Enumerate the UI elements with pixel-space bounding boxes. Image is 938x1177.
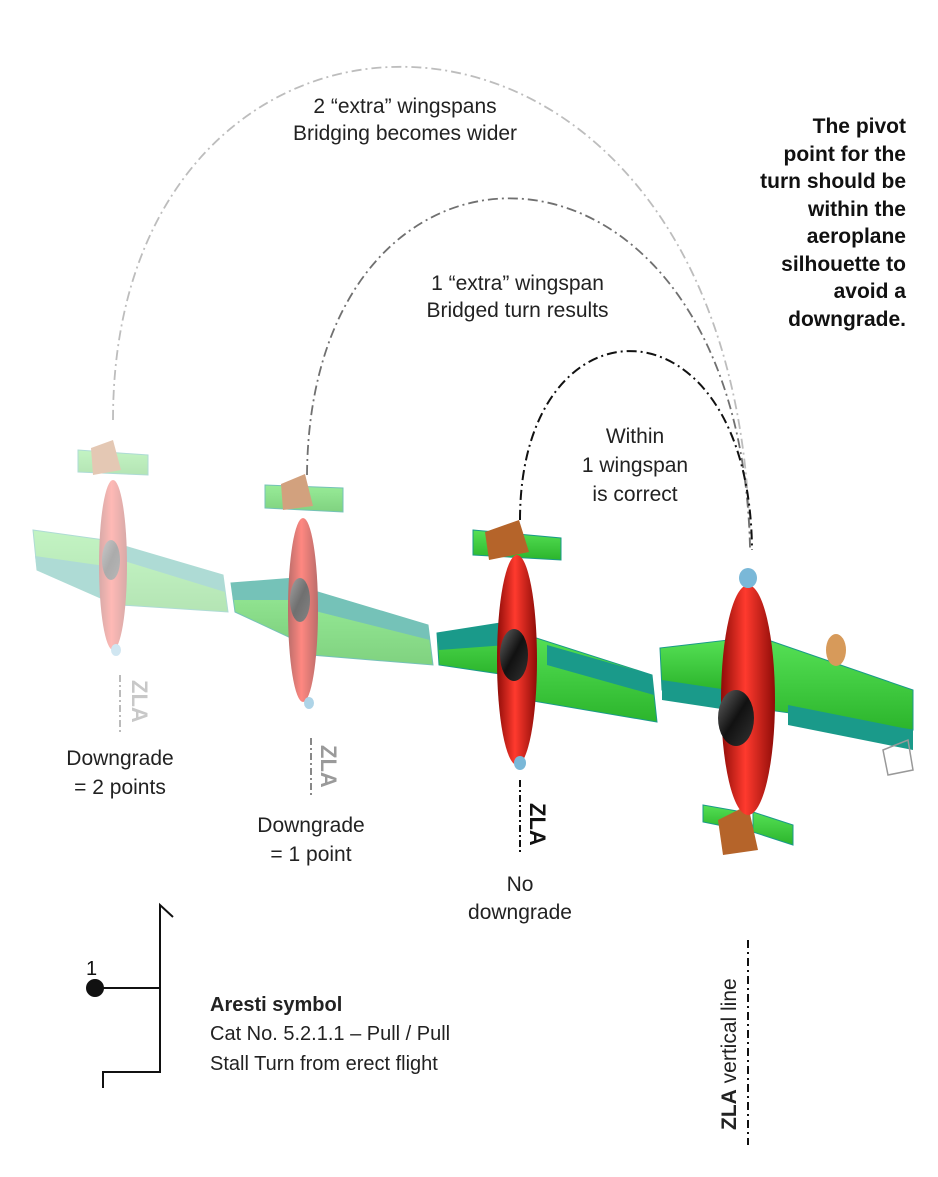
zla-label-1: ZLA [127,680,152,723]
downgrade-label-2: Downgrade = 1 point [231,811,391,869]
arc-within-label-line2: 1 wingspan [581,454,689,477]
arc-one-wingspan [306,197,751,549]
arc-within-wingspan [519,350,753,551]
arc-two-label-line1: 2 “extra” wingspans [313,95,497,118]
aircraft-downgrade-1 [230,474,434,709]
arc-two-label: 2 “extra” wingspans Bridging becomes wid… [255,93,555,147]
arc-one-label-line2: Bridged turn results [426,299,609,322]
downgrade-label-1: Downgrade = 2 points [40,744,200,802]
pivot-note-line6: silhouette to [781,252,906,276]
arc-within-label-line1: Within [605,425,665,448]
arc-within-label-line3: is correct [592,483,678,506]
pivot-note-line7: avoid a [833,280,906,303]
arc-two-wingspans [112,65,751,546]
aresti-title: Aresti symbol [210,994,343,1016]
pivot-note-line4: within the [808,197,906,221]
pivot-note-line1: The pivot [812,115,906,138]
aresti-marker: 1 [86,958,97,980]
zla-vertical-label-rest: vertical line [718,978,741,1090]
pivot-note: The pivot point for the turn should be w… [740,113,906,333]
downgrade-label-3-line1: No [506,873,534,896]
downgrade-label-1-line2: = 2 points [74,776,166,799]
pivot-note-line5: aeroplane [806,225,906,248]
zla-vertical-label-bold: ZLA [718,1089,741,1130]
downgrade-label-1-line1: Downgrade [66,747,174,770]
aresti-symbol [86,902,174,1088]
zla-label-3: ZLA [525,803,550,846]
zla-label-2: ZLA [316,745,341,788]
arc-one-label-line1: 1 “extra” wingspan [431,272,604,295]
pivot-note-line3: turn should be [760,170,906,193]
aircraft-no-downgrade [436,520,658,770]
downgrade-label-3-line2: downgrade [468,901,572,924]
arc-one-label: 1 “extra” wingspan Bridged turn results [390,270,645,324]
arc-two-label-line2: Bridging becomes wider [292,122,518,145]
arc-within-label: Within 1 wingspan is correct [560,422,710,509]
aircraft-downgrade-2 [32,440,229,656]
downgrade-label-3: No downgrade [460,871,580,927]
downgrade-label-2-line1: Downgrade [257,814,365,837]
downgrade-label-2-line2: = 1 point [270,843,352,866]
pivot-note-line2: point for the [783,142,906,166]
aresti-line-2: Stall Turn from erect flight [210,1053,438,1075]
aircraft-main [659,568,914,855]
aresti-line-1: Cat No. 5.2.1.1 – Pull / Pull [210,1023,451,1045]
pivot-note-line8: downgrade. [788,307,906,331]
zla-vertical-label: ZLA vertical line [718,978,742,1130]
